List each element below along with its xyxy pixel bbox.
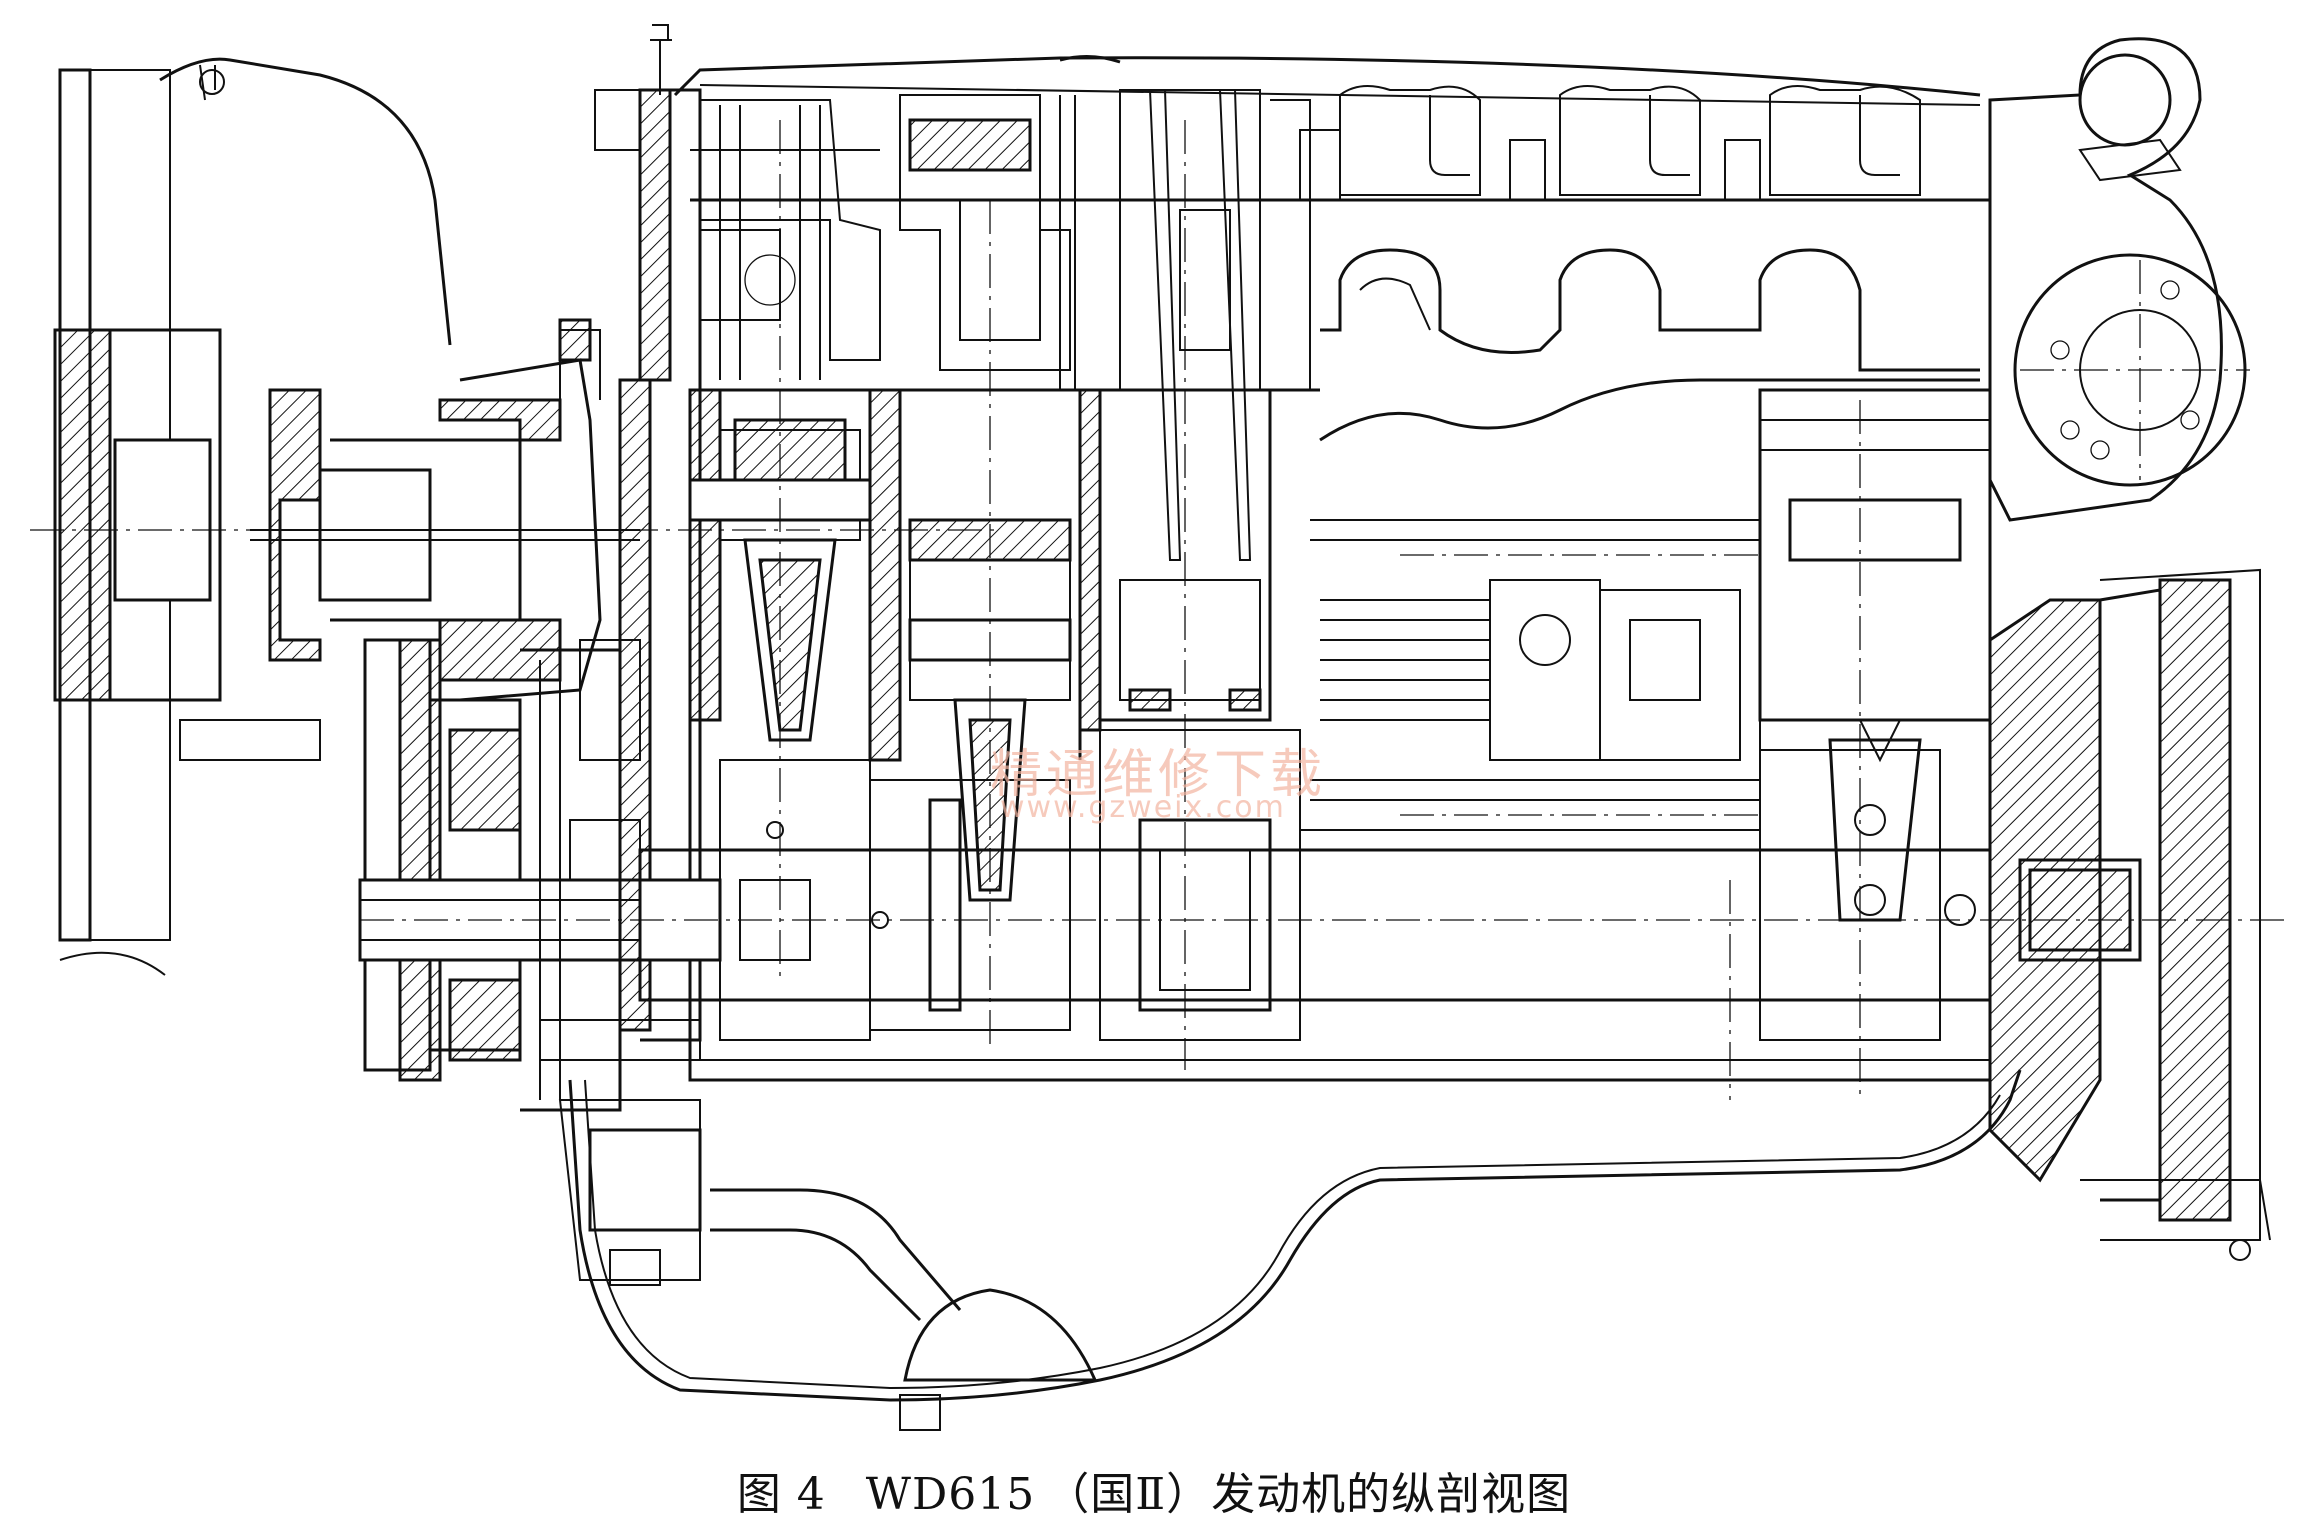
watermark-url: www.gzweix.com xyxy=(1000,790,1286,825)
caption-description: 发动机的纵剖视图 xyxy=(1211,1469,1572,1520)
emission-standard: （国Ⅱ） xyxy=(1045,1469,1212,1520)
engine-section-drawing xyxy=(30,24,2290,1431)
centre-lines xyxy=(30,120,2290,1100)
watermark-cn: 精通维修下载 xyxy=(990,745,1327,805)
rocker-housings xyxy=(1339,85,1921,196)
vibration-damper xyxy=(358,638,642,1112)
turbocharger xyxy=(1988,37,2250,522)
fan-shroud-bracket xyxy=(159,57,452,346)
figure-caption: 图 4 WD615（国Ⅱ）发动机的纵剖视图 xyxy=(0,1458,2308,1522)
cylinder-block xyxy=(688,388,1992,1082)
front-pulley-assembly xyxy=(250,318,640,702)
engine-model: WD615 xyxy=(865,1469,1036,1520)
exhaust-manifold xyxy=(1319,248,1980,442)
oil-pickup-tube xyxy=(710,1188,1098,1382)
flywheel-housing xyxy=(1988,568,2271,1261)
figure-number: 图 4 xyxy=(736,1469,826,1520)
oil-pan xyxy=(568,1069,2022,1431)
valve-cover xyxy=(594,24,1981,151)
cooling-fan xyxy=(53,68,321,976)
